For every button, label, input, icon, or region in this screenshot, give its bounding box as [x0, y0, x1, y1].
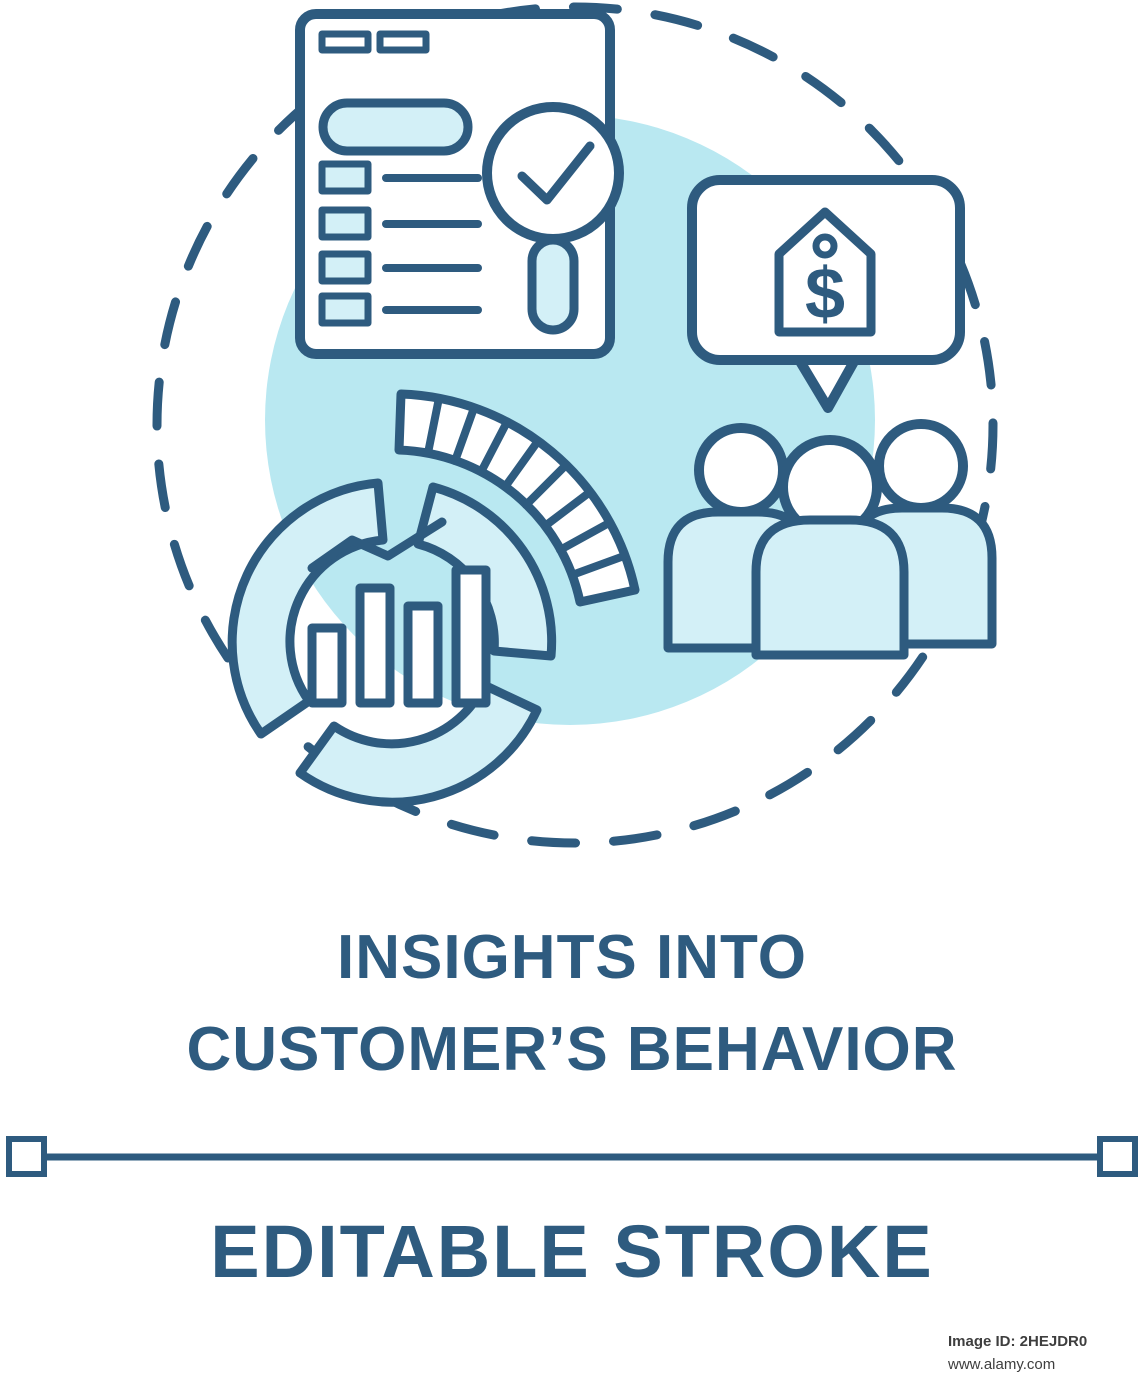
- tag-hole: [812, 233, 838, 259]
- bar-chart-icon: [307, 565, 491, 708]
- price-tag-bubble-icon: $: [687, 175, 965, 413]
- price-tag-icon: [774, 207, 876, 337]
- stroke-handle-right: [1097, 1136, 1138, 1177]
- editable-stroke-line: [6, 1136, 1138, 1177]
- watermark-box: Image ID: 2HEJDR0 www.alamy.com: [932, 1316, 1144, 1390]
- stroke-handle-left: [6, 1136, 47, 1177]
- customers-group-icon: [663, 419, 997, 660]
- customer-head: [874, 419, 968, 513]
- trend-line-icon: [307, 517, 447, 573]
- customer-body: [751, 515, 909, 660]
- magnifier-check-icon: [482, 102, 624, 335]
- concept-title-line1: INSIGHTS INTO: [336, 923, 807, 992]
- editable-stroke-label: EDITABLE STROKE: [210, 1210, 934, 1293]
- watermark-image-id: Image ID: 2HEJDR0: [948, 1333, 1088, 1350]
- dollar-sign-icon: $: [805, 254, 845, 334]
- analytics-donut-chart-icon: [227, 389, 640, 807]
- concept-title-line2: CUSTOMER’S BEHAVIOR: [186, 1015, 958, 1084]
- watermark-url: www.alamy.com: [948, 1356, 1056, 1373]
- donut-segment: [295, 680, 542, 807]
- check-icon: [517, 141, 595, 205]
- dashed-border-circle: [152, 2, 998, 848]
- concept-illustration: $: [152, 2, 998, 848]
- document-check-icon: [295, 9, 624, 359]
- concept-title: INSIGHTS INTO CUSTOMER’S BEHAVIOR: [0, 912, 1144, 1096]
- customer-head: [694, 423, 788, 517]
- gauge-arc-icon: [394, 389, 640, 607]
